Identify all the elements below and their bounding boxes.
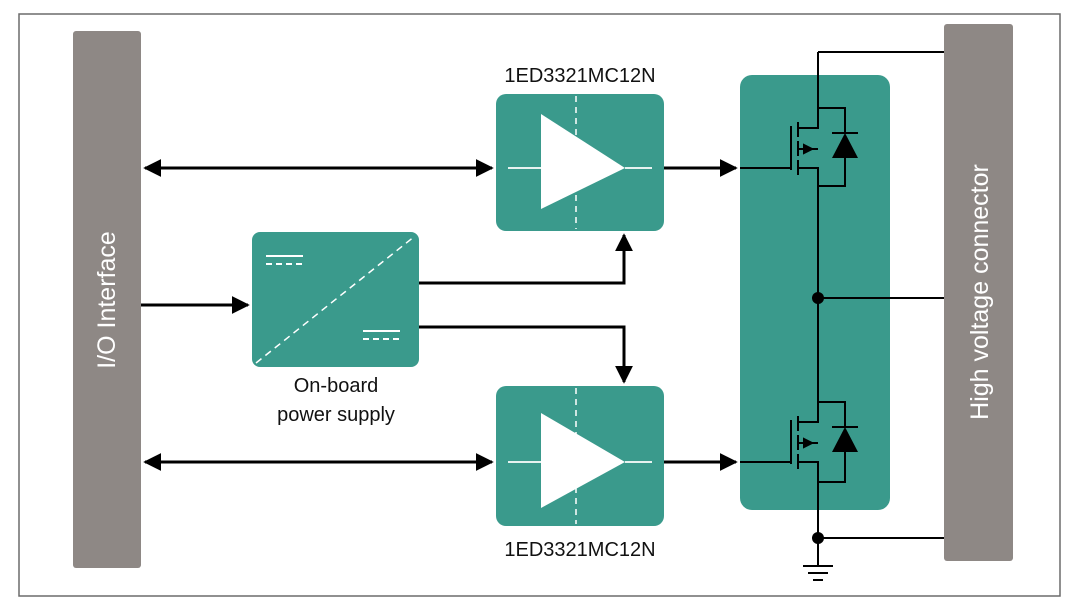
bottom-mosfet-icon: [790, 401, 858, 483]
amplifier-bottom-icon: [541, 413, 625, 508]
power-supply-label-line1: On-board: [294, 375, 379, 397]
top-mosfet-icon: [790, 107, 858, 187]
hv-connector-bar: [944, 24, 1013, 561]
hv-connector-block: High voltage connector: [944, 24, 1013, 561]
supply-to-bottom-driver-arrow: [419, 325, 633, 384]
hv-wiring: [818, 51, 944, 539]
gate-driver-bottom: 1ED3321MC12N: [496, 386, 664, 561]
ground-icon: [803, 565, 833, 581]
io-interface-bar: [73, 31, 141, 568]
driver-bottom-label: 1ED3321MC12N: [504, 539, 655, 561]
ground-junction: [812, 532, 824, 544]
power-module: [740, 52, 890, 566]
amplifier-top-icon: [541, 114, 625, 209]
io-interface-block: I/O Interface: [73, 31, 141, 568]
supply-to-top-driver-arrow: [419, 233, 633, 285]
diagram-frame: [18, 13, 1061, 597]
hv-connector-label: High voltage connector: [966, 164, 994, 420]
midpoint-junction: [812, 292, 824, 304]
signal-arrows: [141, 159, 738, 471]
gate-driver-top: 1ED3321MC12N: [496, 65, 664, 231]
dc-input-icon: [266, 255, 303, 265]
power-supply-block: On-board power supply: [252, 232, 419, 426]
power-supply-label-line2: power supply: [277, 404, 395, 426]
io-interface-label: I/O Interface: [93, 231, 121, 369]
power-module-body: [740, 75, 890, 510]
dcdc-diagonal: [255, 235, 416, 364]
dc-output-icon: [363, 330, 400, 340]
driver-top-label: 1ED3321MC12N: [504, 65, 655, 87]
